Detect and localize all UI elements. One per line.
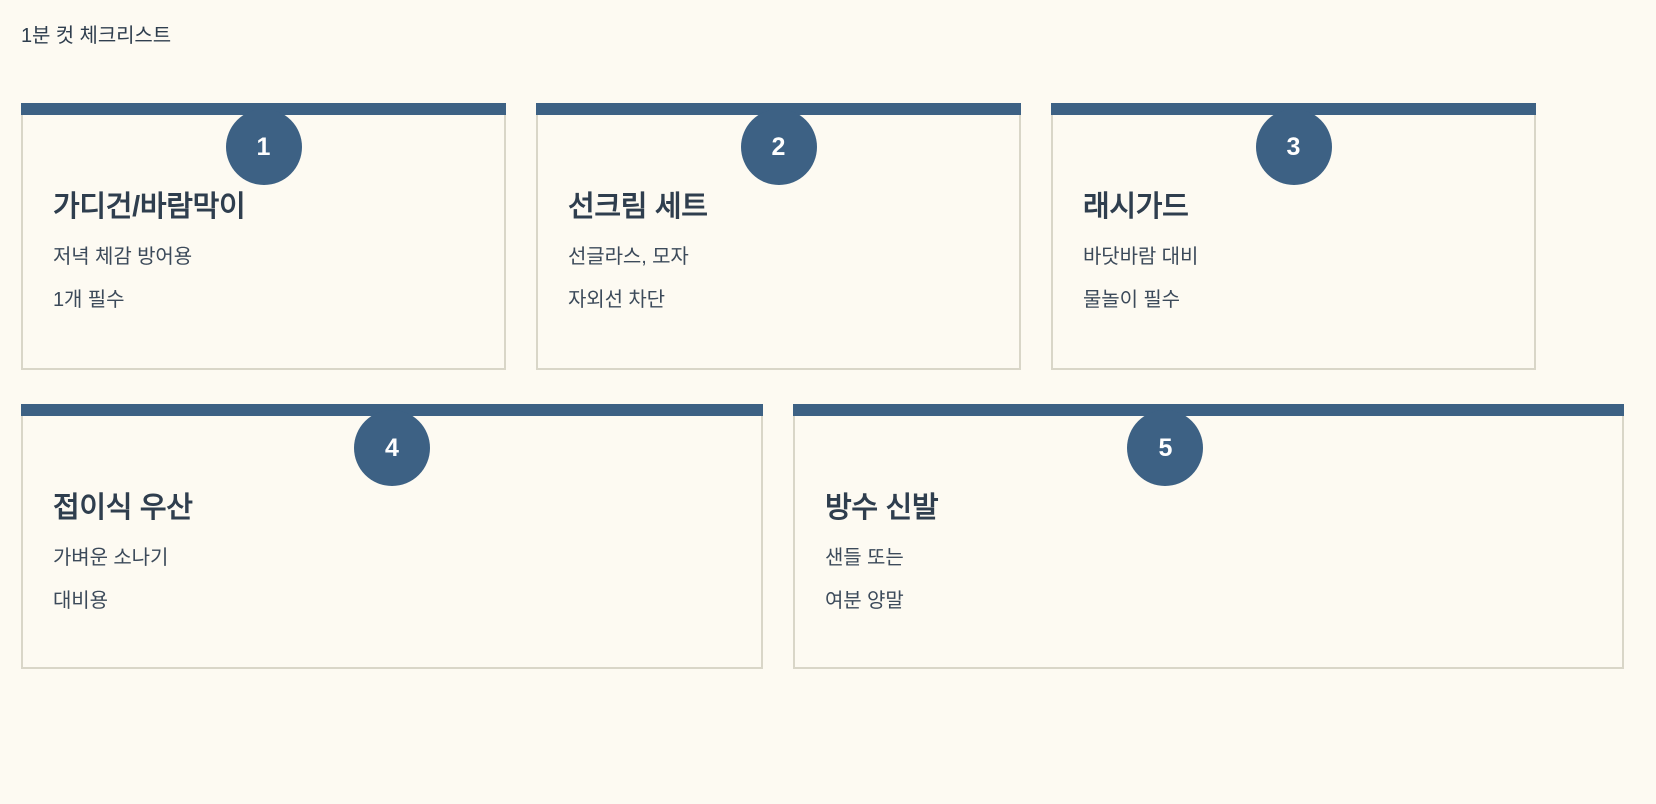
- page-title: 1분 컷 체크리스트: [21, 25, 172, 47]
- checklist-row-2: 4 접이식 우산 가벼운 소나기 대비용 5 방수 신발 샌들 또는 여분 양말: [21, 404, 1624, 669]
- card-detail-line: 물놀이 필수: [1083, 289, 1180, 312]
- card-detail-line: 샌들 또는: [825, 547, 904, 570]
- checklist-card-3[interactable]: 3 래시가드 바닷바람 대비 물놀이 필수: [1051, 103, 1536, 370]
- checklist-card-1[interactable]: 1 가디건/바람막이 저녁 체감 방어용 1개 필수: [21, 103, 506, 370]
- card-number-badge-5: 5: [1127, 410, 1204, 486]
- card-body: 방수 신발 샌들 또는 여분 양말: [825, 438, 1592, 611]
- checklist-rows: 1 가디건/바람막이 저녁 체감 방어용 1개 필수 2 선크림 세트 선글라스…: [21, 103, 1624, 669]
- card-number-badge-1: 1: [225, 109, 302, 185]
- card-detail-line: 바닷바람 대비: [1083, 246, 1199, 269]
- checklist-row-1: 1 가디건/바람막이 저녁 체감 방어용 1개 필수 2 선크림 세트 선글라스…: [21, 103, 1623, 370]
- card-number-badge-3: 3: [1255, 109, 1332, 185]
- card-detail-line: 선글라스, 모자: [568, 246, 689, 269]
- checklist-card-5[interactable]: 5 방수 신발 샌들 또는 여분 양말: [793, 404, 1624, 669]
- card-detail-line: 가벼운 소나기: [53, 547, 169, 570]
- card-title-3: 래시가드: [1083, 191, 1189, 223]
- card-detail-line: 저녁 체감 방어용: [53, 246, 193, 269]
- card-title-5: 방수 신발: [825, 492, 939, 524]
- card-title-1: 가디건/바람막이: [53, 191, 246, 223]
- card-body: 접이식 우산 가벼운 소나기 대비용: [53, 438, 731, 611]
- card-detail-line: 대비용: [53, 590, 108, 613]
- card-number-badge-4: 4: [354, 410, 430, 486]
- checklist-card-4[interactable]: 4 접이식 우산 가벼운 소나기 대비용: [21, 404, 763, 669]
- card-detail-line: 자외선 차단: [568, 289, 665, 312]
- card-number-badge-2: 2: [740, 109, 817, 185]
- card-title-4: 접이식 우산: [53, 492, 193, 524]
- card-body: 래시가드 바닷바람 대비 물놀이 필수: [1083, 137, 1504, 310]
- card-detail-line: 여분 양말: [825, 590, 904, 613]
- card-title-2: 선크림 세트: [568, 191, 708, 223]
- card-detail-line: 1개 필수: [53, 289, 125, 312]
- card-top-bar: [793, 404, 1624, 416]
- card-body: 선크림 세트 선글라스, 모자 자외선 차단: [568, 137, 989, 310]
- checklist-card-2[interactable]: 2 선크림 세트 선글라스, 모자 자외선 차단: [536, 103, 1021, 370]
- card-body: 가디건/바람막이 저녁 체감 방어용 1개 필수: [53, 137, 474, 310]
